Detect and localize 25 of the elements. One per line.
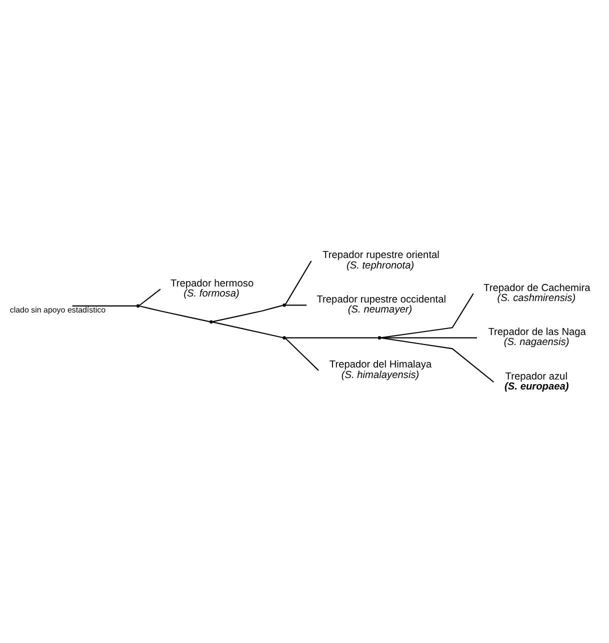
connector bbox=[380, 337, 477, 338]
node-point bbox=[282, 304, 286, 307]
node-text: Trepador rupestre oriental (S. tephronota) bbox=[322, 250, 440, 272]
node-text: Trepador hermoso (S. formosa) bbox=[170, 278, 254, 300]
node-point bbox=[282, 336, 286, 340]
connector bbox=[212, 304, 283, 322]
node-text: Trepador del Himalaya (S. himalayensis) bbox=[329, 360, 432, 381]
node-text: Trepador azul (S. europaea) bbox=[504, 371, 569, 392]
connector bbox=[380, 337, 494, 382]
connector bbox=[285, 338, 319, 371]
connector bbox=[286, 337, 378, 338]
edge-label: clado sin apoyo estadístico bbox=[10, 305, 106, 314]
connector bbox=[72, 305, 137, 306]
node-point bbox=[136, 304, 140, 308]
connector bbox=[139, 288, 161, 306]
node-text: Trepador de las Naga (S. nagaensis) bbox=[488, 327, 586, 348]
connector bbox=[212, 322, 283, 338]
connector bbox=[286, 304, 307, 306]
node-text: Trepador rupestre occidental (S. neumayer) bbox=[316, 294, 446, 316]
node-point bbox=[210, 320, 213, 324]
node-point bbox=[378, 336, 382, 340]
connector bbox=[284, 260, 312, 305]
connector bbox=[140, 306, 210, 322]
connector bbox=[380, 293, 474, 338]
node-text: Trepador de Cachemira (S. cashmirensis) bbox=[484, 282, 590, 304]
